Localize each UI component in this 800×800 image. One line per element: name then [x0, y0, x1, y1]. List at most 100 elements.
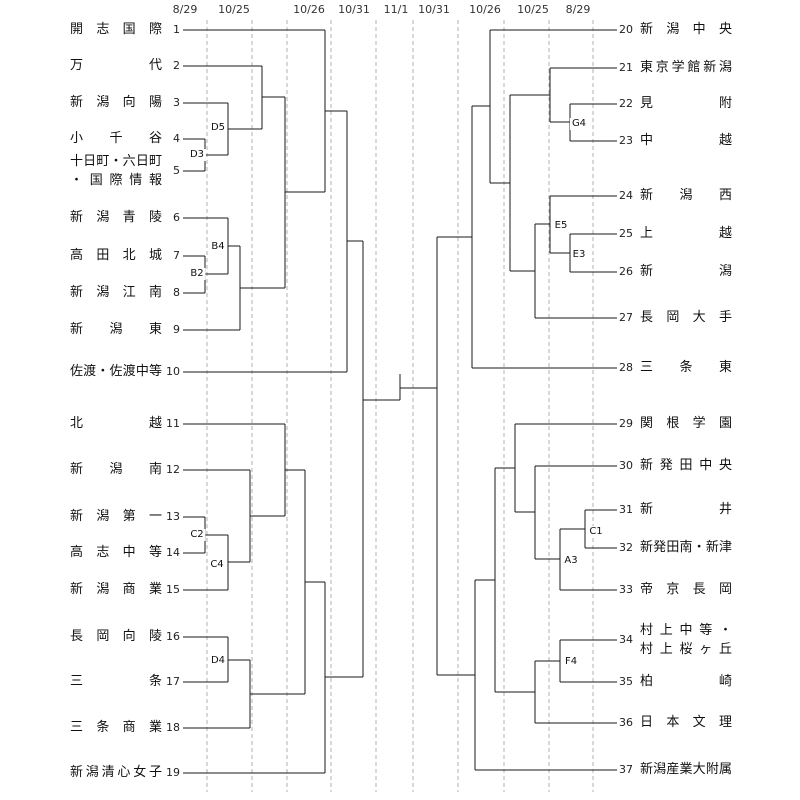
match-label-c1: C1 [587, 526, 605, 538]
team-name: 新井 [640, 502, 732, 517]
team-name: 三条東 [640, 360, 732, 375]
date-label: 10/26 [469, 3, 501, 16]
team-number: 35 [619, 675, 633, 688]
team-name: 新潟清心女子 [70, 765, 162, 780]
team-number: 10 [166, 365, 180, 378]
match-label-a3: A3 [562, 555, 580, 567]
team-name: 北越 [70, 416, 162, 431]
team-row: 31 新井 [619, 501, 732, 519]
team-number: 2 [173, 59, 180, 72]
team-row: 28 三条東 [619, 359, 732, 377]
team-number: 7 [173, 249, 180, 262]
team-name: 日本文理 [640, 715, 732, 730]
team-row: 36 日本文理 [619, 714, 732, 732]
team-name: 高志中等 [70, 545, 162, 560]
match-label-d5: D5 [208, 122, 228, 134]
team-row: 22 見附 [619, 95, 732, 113]
team-name: 新潟向陽 [70, 95, 162, 110]
match-label-b2: B2 [188, 268, 206, 280]
team-row: 高田北城 7 [70, 247, 182, 265]
team-number: 4 [173, 132, 180, 145]
team-number: 18 [166, 721, 180, 734]
team-number: 6 [173, 211, 180, 224]
date-label: 10/25 [517, 3, 549, 16]
team-number: 27 [619, 311, 633, 324]
team-name: 新発田中央 [640, 458, 732, 473]
team-number: 37 [619, 763, 633, 776]
team-name: 村上中等・村上桜ヶ丘 [640, 623, 732, 657]
team-name: 万代 [70, 58, 162, 73]
team-row: 三条商業 18 [70, 719, 182, 737]
team-number: 33 [619, 583, 633, 596]
round-separator-lines [206, 20, 594, 792]
team-number: 22 [619, 97, 633, 110]
bracket-lines-left [183, 29, 400, 774]
match-label-d4: D4 [208, 655, 228, 667]
bracket-lines-right [400, 29, 617, 771]
team-row: 24 新潟西 [619, 187, 732, 205]
team-name: 三条 [70, 674, 162, 689]
team-number: 31 [619, 503, 633, 516]
team-number: 24 [619, 189, 633, 202]
team-row: 20 新潟中央 [619, 21, 732, 39]
team-row: 小千谷 4 [70, 130, 182, 148]
match-label-f4: F4 [562, 656, 580, 668]
match-label-d3: D3 [187, 149, 207, 161]
date-label: 10/31 [418, 3, 450, 16]
team-name: 三条商業 [70, 720, 162, 735]
team-name: 上越 [640, 226, 732, 241]
team-number: 25 [619, 227, 633, 240]
team-number: 20 [619, 23, 633, 36]
team-name: 新潟青陵 [70, 210, 162, 225]
match-label-e3: E3 [570, 249, 588, 261]
team-row: 37 新潟産業大附属 [619, 761, 732, 779]
team-number: 26 [619, 265, 633, 278]
team-name: 新潟南 [70, 462, 162, 477]
team-name: 小千谷 [70, 131, 162, 146]
team-name: 新潟産業大附属 [640, 762, 732, 777]
team-name: 長岡向陵 [70, 629, 162, 644]
team-row: 開志国際 1 [70, 21, 182, 39]
match-label-c2: C2 [188, 529, 206, 541]
team-number: 29 [619, 417, 633, 430]
date-label: 8/29 [172, 3, 198, 16]
team-name: 新潟西 [640, 188, 732, 203]
team-name: 高田北城 [70, 248, 162, 263]
team-number: 16 [166, 630, 180, 643]
team-number: 1 [173, 23, 180, 36]
team-number: 19 [166, 766, 180, 779]
team-row: 新潟青陵 6 [70, 209, 182, 227]
team-name: 関根学園 [640, 416, 732, 431]
date-label: 11/1 [383, 3, 409, 16]
team-number: 28 [619, 361, 633, 374]
team-row: 長岡向陵 16 [70, 628, 182, 646]
team-name: 開志国際 [70, 22, 162, 37]
team-name: 見附 [640, 96, 732, 111]
team-name: 新潟中央 [640, 22, 732, 37]
date-label: 10/25 [218, 3, 250, 16]
team-number: 9 [173, 323, 180, 336]
team-number: 15 [166, 583, 180, 596]
team-number: 36 [619, 716, 633, 729]
team-name: 新潟第一 [70, 509, 162, 524]
team-name: 新潟商業 [70, 582, 162, 597]
match-label-c4: C4 [208, 559, 226, 571]
team-number: 32 [619, 541, 633, 554]
team-name: 中越 [640, 133, 732, 148]
team-name: 新潟 [640, 264, 732, 279]
team-name: 柏崎 [640, 674, 732, 689]
